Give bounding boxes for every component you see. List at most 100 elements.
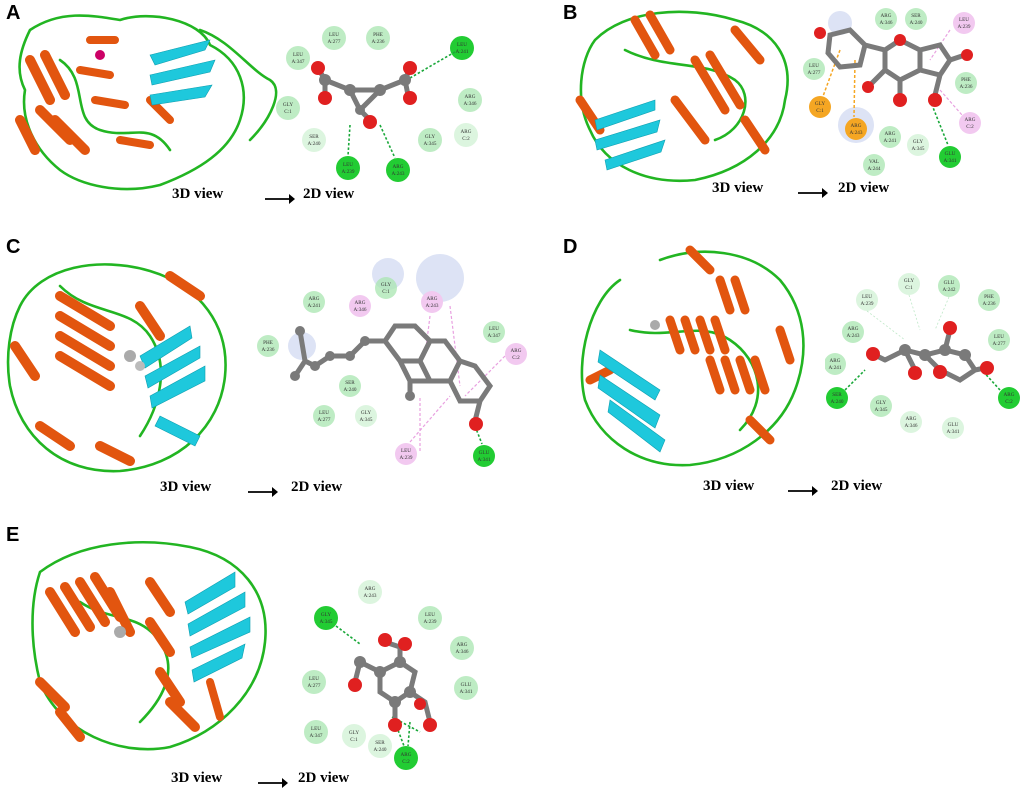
panel-label: C <box>6 236 21 258</box>
svg-text:A:243: A:243 <box>847 333 860 339</box>
panel-label: B <box>563 2 578 24</box>
caption-2d-view: 2D view <box>831 478 883 494</box>
svg-text:PHE: PHE <box>373 32 383 38</box>
svg-text:A:242: A:242 <box>943 287 956 293</box>
svg-text:GLY: GLY <box>425 134 435 140</box>
caption-3d-view: 3D view <box>171 770 223 786</box>
svg-text:C:2: C:2 <box>1005 399 1013 405</box>
svg-text:A:239: A:239 <box>424 619 437 625</box>
svg-text:GLY: GLY <box>876 400 886 406</box>
svg-text:GLY: GLY <box>815 101 825 107</box>
svg-text:C:2: C:2 <box>966 124 974 130</box>
svg-text:A:240: A:240 <box>910 20 923 26</box>
svg-text:A:346: A:346 <box>880 20 893 26</box>
caption-2d-view: 2D view <box>298 770 350 786</box>
svg-text:SER: SER <box>375 740 385 746</box>
arrow-icon <box>788 486 818 496</box>
svg-text:LEU: LEU <box>401 448 411 454</box>
svg-text:ARG: ARG <box>401 752 412 758</box>
svg-text:C:2: C:2 <box>462 136 470 142</box>
svg-text:GLU: GLU <box>945 151 956 157</box>
svg-text:GLU: GLU <box>479 450 490 456</box>
svg-text:PHE: PHE <box>263 340 273 346</box>
svg-text:LEU: LEU <box>311 726 321 732</box>
svg-text:A:277: A:277 <box>808 70 821 76</box>
svg-text:C:1: C:1 <box>816 108 824 114</box>
svg-text:GLY: GLY <box>904 278 914 284</box>
svg-text:A:243: A:243 <box>426 303 439 309</box>
svg-text:A:345: A:345 <box>320 619 333 625</box>
svg-text:LEU: LEU <box>343 162 353 168</box>
svg-text:A:346: A:346 <box>456 649 469 655</box>
svg-text:ARG: ARG <box>885 131 896 137</box>
svg-text:PHE: PHE <box>961 77 971 83</box>
svg-text:A:236: A:236 <box>262 347 275 353</box>
arrow-icon <box>265 194 295 204</box>
svg-text:ARG: ARG <box>830 358 841 364</box>
svg-text:A:236: A:236 <box>960 84 973 90</box>
svg-text:A:346: A:346 <box>354 307 367 313</box>
svg-text:A:240: A:240 <box>308 141 321 147</box>
svg-text:C:2: C:2 <box>512 355 520 361</box>
svg-text:GLU: GLU <box>948 422 959 428</box>
svg-text:GLY: GLY <box>913 139 923 145</box>
svg-text:A:239: A:239 <box>861 301 874 307</box>
svg-text:A:277: A:277 <box>308 683 321 689</box>
arrow-icon <box>798 188 828 198</box>
panel-label: D <box>563 236 578 258</box>
svg-text:ARG: ARG <box>848 326 859 332</box>
svg-text:SER: SER <box>911 13 921 19</box>
svg-text:A:277: A:277 <box>318 417 331 423</box>
svg-text:ARG: ARG <box>906 416 917 422</box>
svg-text:A:346: A:346 <box>905 423 918 429</box>
panel-label: A <box>6 2 21 24</box>
svg-text:A:347: A:347 <box>488 333 501 339</box>
svg-text:A:345: A:345 <box>360 417 373 423</box>
svg-text:ARG: ARG <box>461 129 472 135</box>
svg-text:A:345: A:345 <box>424 141 437 147</box>
svg-text:C:1: C:1 <box>905 285 913 291</box>
svg-text:C:2: C:2 <box>402 759 410 765</box>
svg-text:SER: SER <box>832 392 842 398</box>
protein-3d-structure <box>15 14 278 191</box>
svg-text:C:1: C:1 <box>350 737 358 743</box>
panel-label: E <box>6 524 20 546</box>
svg-text:A:240: A:240 <box>374 747 387 753</box>
svg-text:GLY: GLY <box>349 730 359 736</box>
caption-3d-view: 3D view <box>703 478 755 494</box>
